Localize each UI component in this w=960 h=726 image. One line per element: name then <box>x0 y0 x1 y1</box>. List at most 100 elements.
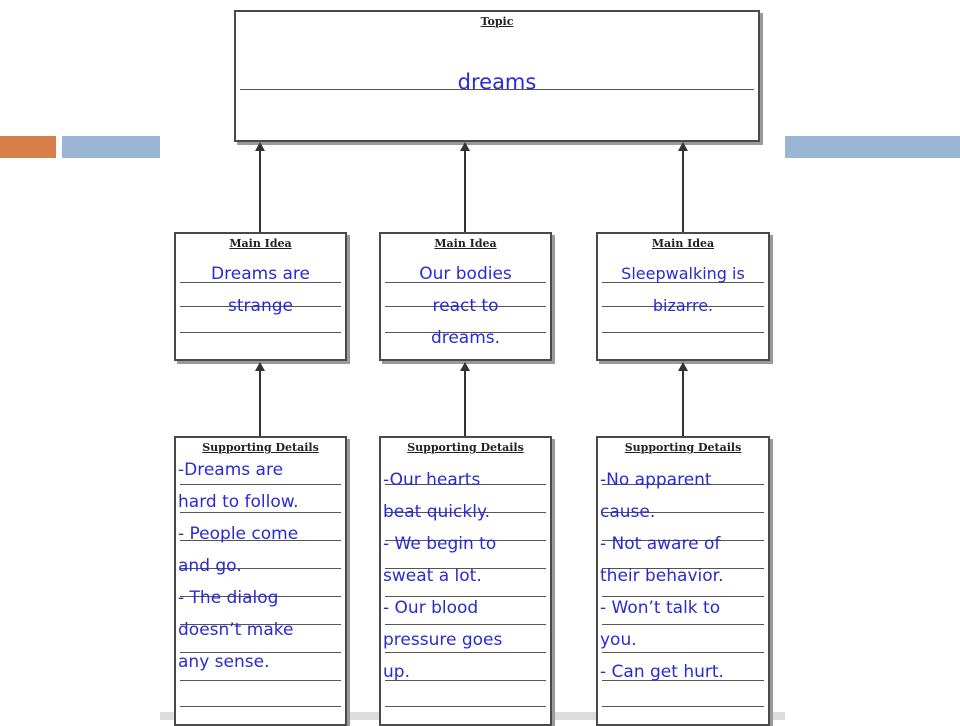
ruled-line <box>385 624 546 625</box>
ruled-line <box>385 596 546 597</box>
main-rule <box>180 282 341 283</box>
main-idea-heading: Main Idea <box>651 237 715 250</box>
main-rule <box>385 332 546 333</box>
accent-bar-blue-right <box>785 136 960 158</box>
arrow-head-main-1 <box>255 142 265 151</box>
detail-line: doesn’t make <box>178 620 294 640</box>
ruled-line <box>180 568 341 569</box>
topic-box: Topic dreams <box>234 10 760 142</box>
main-rule <box>385 306 546 307</box>
ruled-line <box>180 680 341 681</box>
ruled-line <box>385 706 546 707</box>
detail-line: pressure goes <box>383 630 503 650</box>
detail-line: up. <box>383 662 410 682</box>
main-idea-line: dreams. <box>430 328 501 348</box>
main-idea-line: Sleepwalking is <box>621 264 745 283</box>
ruled-line <box>180 512 341 513</box>
arrow-head-detail-1 <box>255 362 265 371</box>
details-box-3: Supporting Details -No apparent cause. -… <box>596 436 770 726</box>
main-idea-line: react to <box>432 296 499 316</box>
details-heading: Supporting Details <box>624 441 742 454</box>
arrow-head-main-2 <box>460 142 470 151</box>
detail-line: -No apparent <box>600 470 712 490</box>
main-idea-box-3: Main Idea Sleepwalking is bizarre. <box>596 232 770 361</box>
ruled-line <box>602 484 764 485</box>
detail-line: hard to follow. <box>178 492 299 512</box>
ruled-line <box>602 706 764 707</box>
ruled-line <box>602 652 764 653</box>
main-idea-text-3: Sleepwalking is bizarre. <box>598 258 768 322</box>
main-rule <box>602 306 764 307</box>
details-box-1: Supporting Details -Dreams are hard to f… <box>174 436 347 726</box>
arrow-line-detail-1 <box>259 370 261 436</box>
ruled-line <box>385 680 546 681</box>
ruled-line <box>180 706 341 707</box>
detail-line: - People come <box>178 524 299 544</box>
ruled-line <box>385 540 546 541</box>
detail-line: - The dialog <box>178 588 279 608</box>
main-idea-box-1: Main Idea Dreams are strange <box>174 232 347 361</box>
topic-heading: Topic <box>480 15 514 28</box>
details-text-3: -No apparent cause. - Not aware of their… <box>600 464 766 688</box>
ruled-line <box>180 540 341 541</box>
details-text-1: -Dreams are hard to follow. - People com… <box>178 454 343 678</box>
ruled-line <box>385 568 546 569</box>
detail-line: you. <box>600 630 637 650</box>
arrow-line-detail-2 <box>464 370 466 436</box>
main-idea-text-2: Our bodies react to dreams. <box>381 258 550 354</box>
details-box-2: Supporting Details -Our hearts beat quic… <box>379 436 552 726</box>
ruled-line <box>602 540 764 541</box>
detail-line: -Our hearts <box>383 470 481 490</box>
arrow-line-main-2 <box>464 150 466 232</box>
ruled-line <box>385 512 546 513</box>
main-idea-line: Our bodies <box>419 264 512 284</box>
ruled-line <box>180 484 341 485</box>
detail-line: -Dreams are <box>178 460 284 480</box>
detail-line: - Can get hurt. <box>600 662 724 682</box>
details-heading: Supporting Details <box>202 441 319 454</box>
accent-bar-orange <box>0 136 56 158</box>
details-heading: Supporting Details <box>407 441 524 454</box>
ruled-line <box>180 624 341 625</box>
main-rule <box>180 306 341 307</box>
main-idea-line: bizarre. <box>652 296 714 315</box>
detail-line: their behavior. <box>600 566 724 586</box>
main-idea-line: Dreams are <box>211 264 310 284</box>
main-rule <box>602 332 764 333</box>
ruled-line <box>385 484 546 485</box>
detail-line: - Won’t talk to <box>600 598 721 618</box>
topic-rule <box>240 89 754 90</box>
ruled-line <box>602 568 764 569</box>
detail-line: beat quickly. <box>383 502 490 522</box>
ruled-line <box>602 596 764 597</box>
arrow-line-main-3 <box>682 150 684 232</box>
detail-line: sweat a lot. <box>383 566 482 586</box>
detail-line: and go. <box>178 556 242 576</box>
main-rule <box>180 332 341 333</box>
accent-bar-blue-left <box>62 136 160 158</box>
detail-line: - We begin to <box>383 534 497 554</box>
ruled-line <box>180 596 341 597</box>
arrow-head-main-3 <box>678 142 688 151</box>
ruled-line <box>602 624 764 625</box>
main-idea-text-1: Dreams are strange <box>176 258 345 322</box>
main-rule <box>385 282 546 283</box>
topic-text: dreams <box>457 70 537 94</box>
detail-line: any sense. <box>178 652 270 672</box>
main-idea-line: strange <box>228 296 293 316</box>
detail-line: cause. <box>600 502 656 522</box>
details-text-2: -Our hearts beat quickly. - We begin to … <box>383 464 548 688</box>
main-idea-heading: Main Idea <box>229 237 292 250</box>
ruled-line <box>180 652 341 653</box>
ruled-line <box>602 680 764 681</box>
arrow-head-detail-2 <box>460 362 470 371</box>
ruled-line <box>602 512 764 513</box>
main-idea-heading: Main Idea <box>434 237 497 250</box>
main-rule <box>602 282 764 283</box>
detail-line: - Our blood <box>383 598 479 618</box>
arrow-line-detail-3 <box>682 370 684 436</box>
arrow-line-main-1 <box>259 150 261 232</box>
arrow-head-detail-3 <box>678 362 688 371</box>
detail-line: - Not aware of <box>600 534 721 554</box>
main-idea-box-2: Main Idea Our bodies react to dreams. <box>379 232 552 361</box>
